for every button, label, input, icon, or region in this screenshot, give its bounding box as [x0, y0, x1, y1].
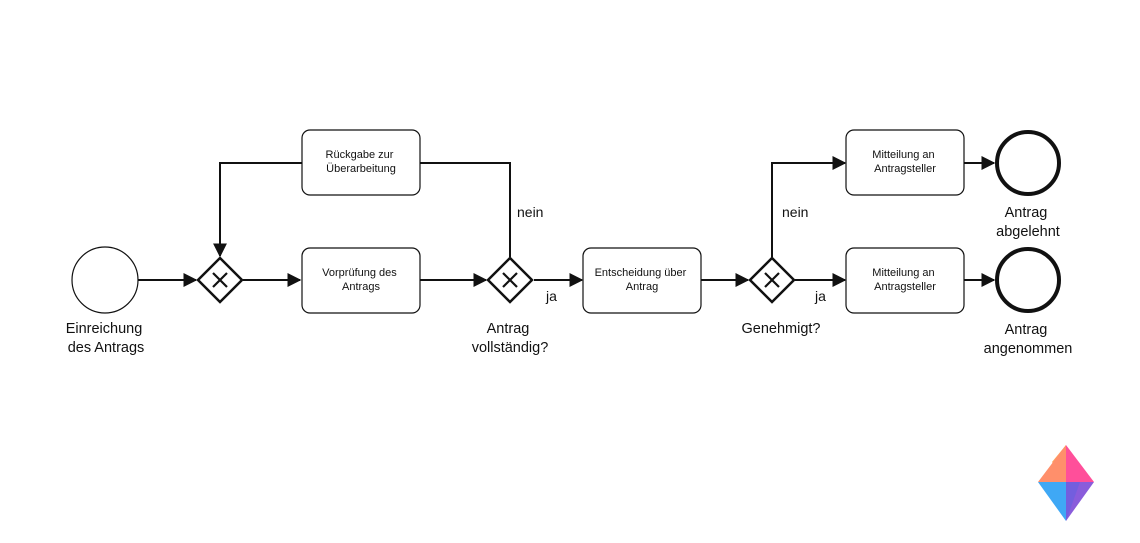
end-event-rejected-circle [995, 130, 1061, 196]
flow-gateway-no-to-rework [420, 162, 511, 257]
flow-approved-no [771, 156, 847, 257]
end-event-rejected-label: Antrag abgelehnt [996, 205, 1060, 240]
task-precheck-label: Vorprüfung des Antrags [322, 267, 400, 293]
exclusive-x-icon [502, 272, 518, 288]
end-event-rejected-label-line-1: Antrag [1005, 205, 1048, 221]
flow-label-complete-yes: ja [545, 288, 557, 304]
task-decision-box [582, 247, 702, 314]
task-precheck-label-line-2: Antrags [342, 281, 380, 293]
gateway-approved: Genehmigt? nein ja [742, 204, 827, 337]
exclusive-x-icon [764, 272, 780, 288]
task-notify-accepted-box [845, 247, 965, 314]
flow-label-complete-no: nein [517, 204, 543, 220]
flow-label-approved-yes: ja [814, 288, 826, 304]
task-notify-rejected: Mitteilung an Antragsteller [845, 129, 965, 196]
task-notify-rejected-label-line-1: Mitteilung an [872, 149, 934, 161]
task-precheck-box [301, 247, 421, 314]
task-decision-label: Entscheidung über Antrag [595, 267, 690, 293]
gateway-complete-label-line-2: vollständig? [472, 340, 549, 356]
start-event-circle [71, 246, 139, 314]
task-notify-accepted-label-line-2: Antragsteller [874, 281, 936, 293]
flow-rework-to-merge [213, 162, 302, 258]
task-notify-rejected-label-line-2: Antragsteller [874, 163, 936, 175]
end-event-accepted-label: Antrag angenommen [984, 322, 1073, 357]
task-precheck-label-line-1: Vorprüfung des [322, 267, 397, 279]
sequence-flows [138, 156, 996, 287]
gateway-complete: Antrag vollständig? nein ja [472, 204, 557, 356]
task-rework-label: Rückgabe zur Überarbeitung [326, 149, 397, 175]
end-event-accepted: Antrag angenommen [984, 247, 1073, 357]
task-decision-label-line-1: Entscheidung über [595, 267, 687, 279]
gateway-complete-label: Antrag vollständig? [472, 321, 549, 356]
gateway-complete-label-line-1: Antrag [487, 321, 530, 337]
gem-logo-icon [1038, 445, 1094, 521]
end-event-accepted-label-line-2: angenommen [984, 341, 1073, 357]
task-precheck: Vorprüfung des Antrags [301, 247, 421, 314]
gateway-approved-label: Genehmigt? [742, 321, 821, 337]
start-event-label: Einreichung des Antrags [66, 321, 147, 356]
task-notify-accepted-label: Mitteilung an Antragsteller [872, 267, 937, 293]
exclusive-x-icon [212, 272, 228, 288]
task-notify-rejected-box [845, 129, 965, 196]
task-rework-label-line-2: Überarbeitung [326, 163, 396, 175]
task-notify-accepted-label-line-1: Mitteilung an [872, 267, 934, 279]
end-event-accepted-circle [995, 247, 1061, 313]
start-event-label-line-2: des Antrags [68, 340, 145, 356]
task-notify-accepted: Mitteilung an Antragsteller [845, 247, 965, 314]
end-event-rejected: Antrag abgelehnt [995, 130, 1061, 240]
task-rework-box [301, 129, 421, 196]
task-decision-label-line-2: Antrag [626, 281, 658, 293]
task-decision: Entscheidung über Antrag [582, 247, 702, 314]
task-rework-label-line-1: Rückgabe zur [326, 149, 394, 161]
task-notify-rejected-label: Mitteilung an Antragsteller [872, 149, 937, 175]
flow-label-approved-no: nein [782, 204, 808, 220]
start-event-label-line-1: Einreichung [66, 321, 143, 337]
merge-gateway [196, 256, 244, 304]
end-event-accepted-label-line-1: Antrag [1005, 322, 1048, 338]
task-rework: Rückgabe zur Überarbeitung [301, 129, 421, 196]
start-event: Einreichung des Antrags [66, 246, 147, 356]
end-event-rejected-label-line-2: abgelehnt [996, 224, 1060, 240]
